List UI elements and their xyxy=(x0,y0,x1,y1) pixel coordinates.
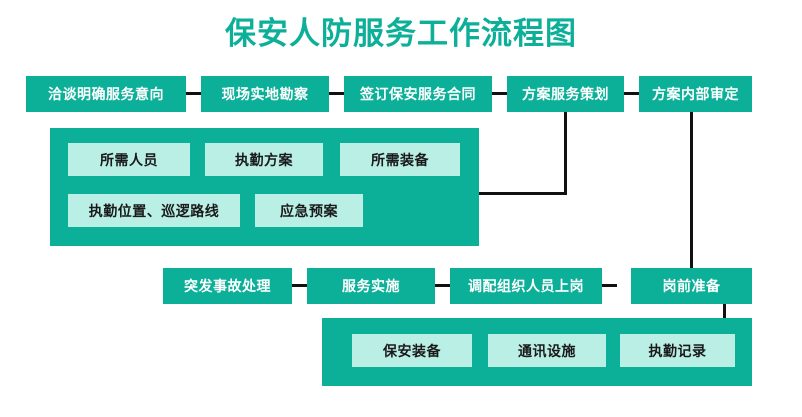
prep-item-security-equipment[interactable]: 保安装备 xyxy=(352,334,472,367)
connector-row1-1 xyxy=(186,92,201,95)
connector-plan-panel-in xyxy=(479,192,567,195)
connector-row3-3 xyxy=(602,284,617,287)
connector-row1-2 xyxy=(329,92,344,95)
connector-review-to-prep xyxy=(690,112,693,268)
page-title: 保安人防服务工作流程图 xyxy=(225,16,577,52)
prep-item-communication-facility[interactable]: 通讯设施 xyxy=(488,334,606,367)
flow-node-site-survey[interactable]: 现场实地勘察 xyxy=(201,76,329,112)
connector-row3-1 xyxy=(292,284,307,287)
plan-item-emergency-plan[interactable]: 应急预案 xyxy=(255,194,363,227)
flow-node-plan-review[interactable]: 方案内部审定 xyxy=(639,76,752,112)
plan-item-duty-position-route[interactable]: 执勤位置、巡逻路线 xyxy=(68,194,240,227)
connector-row1-3 xyxy=(492,92,507,95)
flow-node-service-execution[interactable]: 服务实施 xyxy=(307,268,435,304)
flow-node-consultation[interactable]: 洽谈明确服务意向 xyxy=(26,76,186,112)
connector-row3-2 xyxy=(435,284,450,287)
connector-row1-4 xyxy=(624,92,639,95)
plan-item-duty-plan[interactable]: 执勤方案 xyxy=(205,143,323,176)
flow-node-sign-contract[interactable]: 签订保安服务合同 xyxy=(344,76,492,112)
plan-item-equipment[interactable]: 所需装备 xyxy=(340,143,460,176)
prep-item-duty-record[interactable]: 执勤记录 xyxy=(620,334,735,367)
flow-node-staff-deployment[interactable]: 调配组织人员上岗 xyxy=(450,268,602,304)
plan-item-personnel[interactable]: 所需人员 xyxy=(68,143,190,176)
flow-node-plan-design[interactable]: 方案服务策划 xyxy=(507,76,624,112)
flow-node-incident-handling[interactable]: 突发事故处理 xyxy=(163,268,292,304)
connector-prep-down xyxy=(723,304,726,318)
connector-plan-design-down xyxy=(564,112,567,195)
flow-node-pre-duty-prep[interactable]: 岗前准备 xyxy=(631,268,752,304)
